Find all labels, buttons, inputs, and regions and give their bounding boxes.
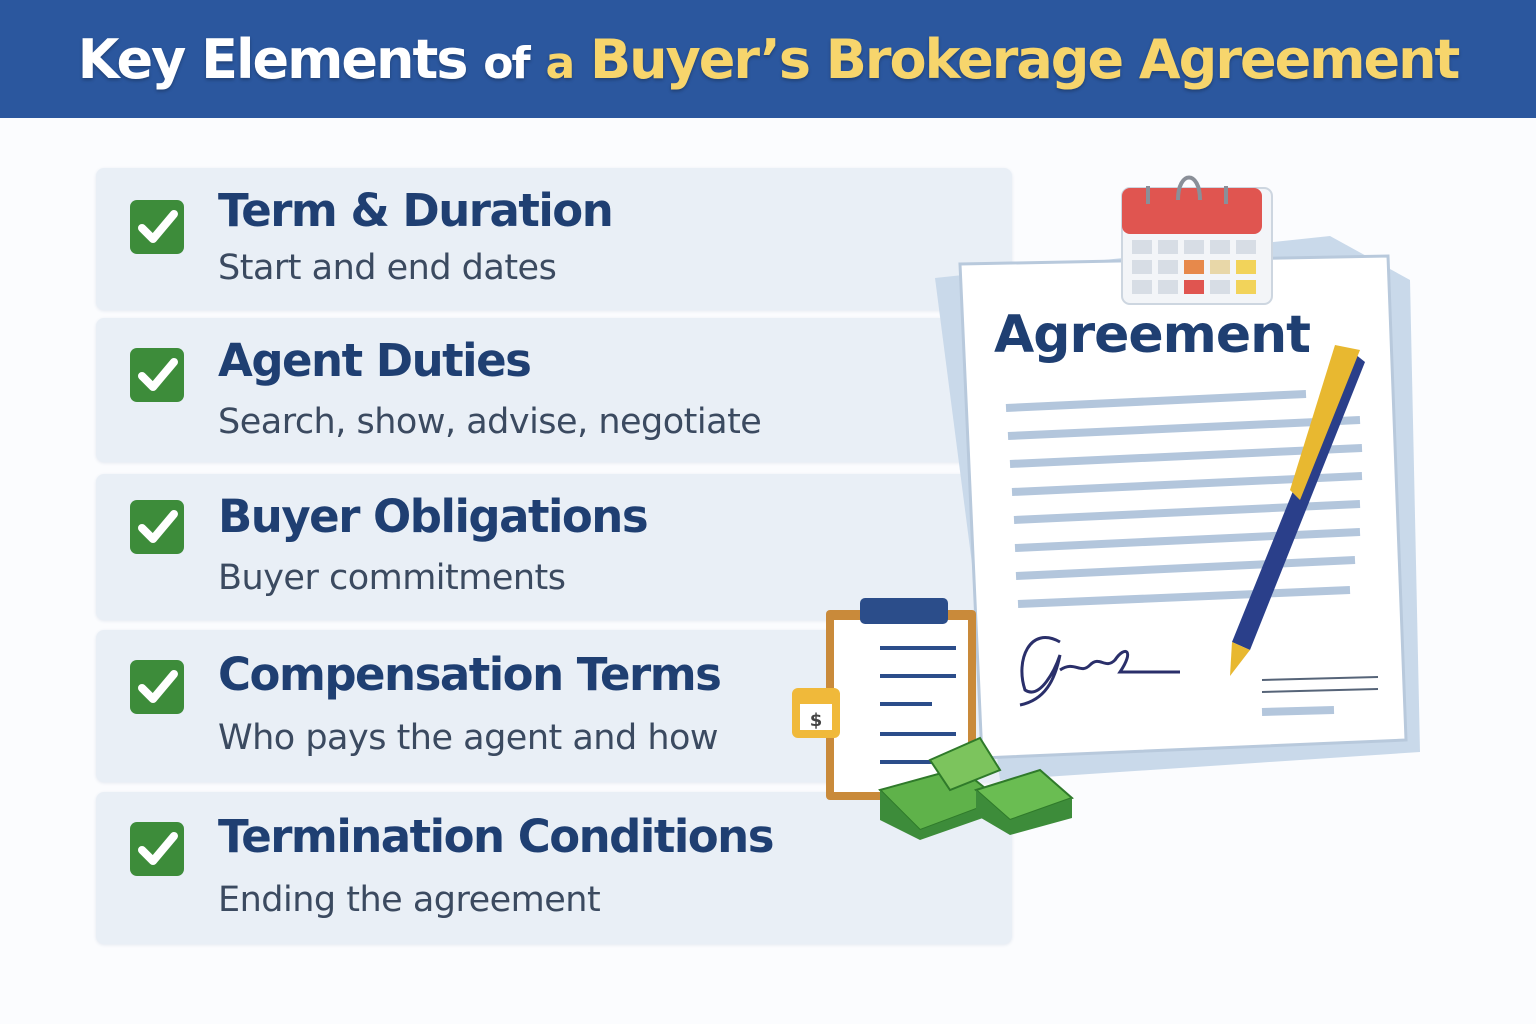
card-title: Term & Duration <box>218 184 614 237</box>
checkmark-icon <box>130 660 184 714</box>
header-banner: Key Elements of a Buyer’s Brokerage Agre… <box>0 0 1536 118</box>
document-title: Agreement <box>994 305 1310 365</box>
card-subtitle: Ending the agreement <box>218 880 601 920</box>
element-card-termination: Termination Conditions Ending the agreem… <box>96 792 1012 944</box>
page-title: Key Elements of a Buyer’s Brokerage Agre… <box>77 27 1461 91</box>
element-card-term: Term & Duration Start and end dates <box>96 168 1012 310</box>
card-subtitle: Who pays the agent and how <box>218 718 719 758</box>
card-title: Termination Conditions <box>218 810 775 863</box>
title-of: of <box>483 37 530 89</box>
signature <box>1019 636 1180 707</box>
card-subtitle: Buyer commitments <box>218 558 566 598</box>
title-a: a <box>545 37 575 89</box>
money-stack-icon <box>878 736 1074 840</box>
checkmark-icon <box>130 822 184 876</box>
calendar-icon <box>1121 175 1273 305</box>
element-card-agent-duties: Agent Duties Search, show, advise, negot… <box>96 318 1012 462</box>
pen-icon <box>1230 345 1365 676</box>
clipboard-icon: $ <box>792 598 976 800</box>
document-icon: Agreement <box>935 236 1420 780</box>
card-subtitle: Search, show, advise, negotiate <box>218 402 762 442</box>
title-accent: Buyer’s Brokerage Agreement <box>589 27 1460 91</box>
element-card-buyer-obligations: Buyer Obligations Buyer commitments <box>96 474 1012 620</box>
checkmark-icon <box>130 348 184 402</box>
dollar-sign: $ <box>810 710 823 731</box>
card-subtitle: Start and end dates <box>218 248 557 288</box>
agreement-illustration: Agreement <box>792 175 1420 840</box>
title-main: Key Elements <box>77 27 469 91</box>
card-title: Agent Duties <box>218 334 532 387</box>
card-title: Compensation Terms <box>218 648 722 701</box>
checkmark-icon <box>130 500 184 554</box>
checkmark-icon <box>130 200 184 254</box>
card-title: Buyer Obligations <box>218 490 649 543</box>
